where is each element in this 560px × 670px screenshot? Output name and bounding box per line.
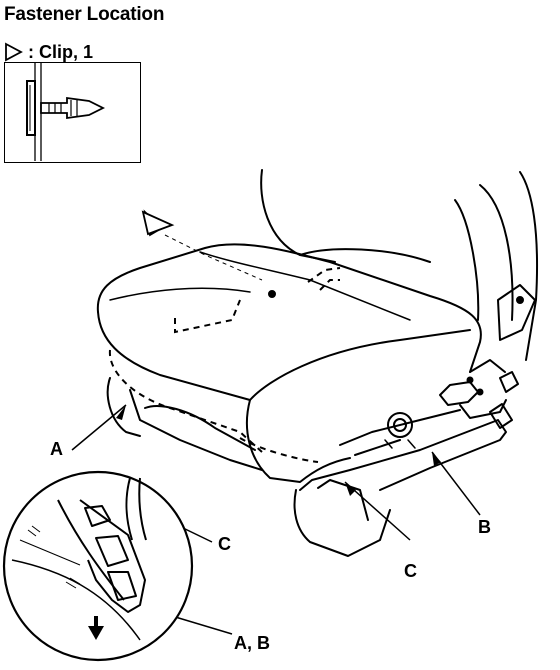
- callout-a-b-detail: A, B: [234, 633, 270, 653]
- triangle-outline-icon: [5, 42, 23, 62]
- clip-icon: [26, 63, 106, 161]
- callout-c-seat: C: [404, 561, 417, 581]
- callout-a: A: [50, 439, 63, 459]
- clip-legend: : Clip, 1: [4, 40, 93, 64]
- callout-c-detail: C: [218, 534, 231, 554]
- clip-inset: [4, 62, 141, 163]
- callout-b: B: [478, 517, 491, 537]
- arrow-down-icon: [88, 626, 104, 640]
- page-title: Fastener Location: [4, 4, 165, 25]
- clip-legend-label: : Clip, 1: [28, 41, 94, 62]
